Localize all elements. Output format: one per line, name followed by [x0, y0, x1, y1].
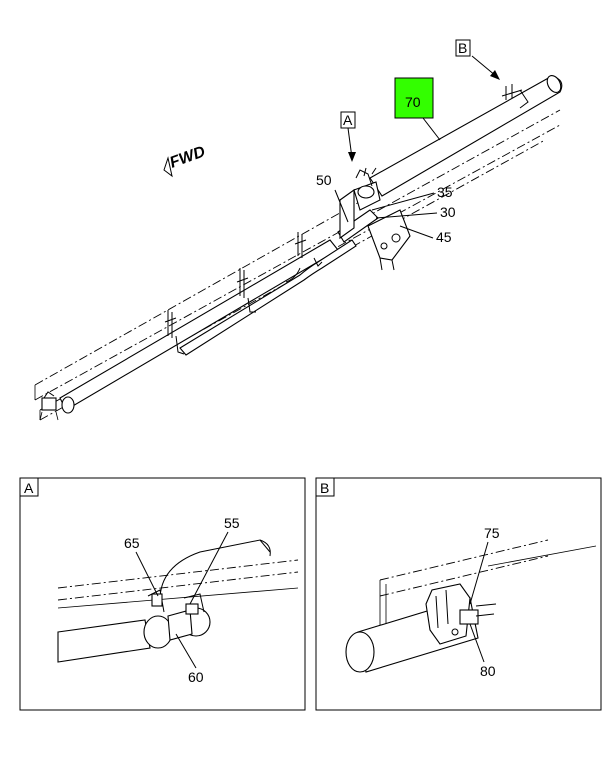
arrow-down-icon: [348, 152, 356, 162]
callout-70-label[interactable]: 70: [405, 94, 421, 110]
detail-a-panel: A 65 55 60: [19, 477, 306, 711]
main-view: FWD 70 A B 50 35: [34, 39, 563, 421]
detail-b-panel: B 75 80: [315, 477, 602, 711]
view-a-marker[interactable]: A: [340, 111, 356, 162]
fwd-label: FWD: [168, 143, 208, 172]
lower-pipes: [59, 209, 379, 411]
svg-text:60[interactable]: 60: [188, 669, 204, 685]
callout-75[interactable]: 75: [469, 525, 500, 605]
callout-50[interactable]: 50: [316, 172, 349, 223]
callout-70[interactable]: 70: [394, 77, 441, 141]
svg-text:30[interactable]: 30: [440, 204, 456, 220]
center-bracket-assembly: [339, 167, 411, 271]
view-b-marker[interactable]: B: [455, 39, 500, 80]
svg-text:80[interactable]: 80: [480, 663, 496, 679]
arrow-down-right-icon: [490, 70, 500, 80]
svg-text:75[interactable]: 75: [484, 525, 500, 541]
rear-clamp: [501, 84, 529, 109]
view-a-label[interactable]: A: [343, 112, 353, 128]
front-clamp-assembly: [39, 391, 75, 421]
callout-60[interactable]: 60: [175, 633, 204, 685]
callout-65[interactable]: 65: [124, 535, 159, 597]
svg-text:45[interactable]: 45: [436, 229, 452, 245]
fwd-arrow-icon: [163, 156, 173, 178]
detail-a-title: A: [24, 480, 34, 496]
callout-45[interactable]: 45: [399, 225, 452, 245]
view-b-label[interactable]: B: [458, 40, 467, 56]
fwd-indicator: FWD: [163, 143, 208, 178]
detail-b-title: B: [320, 480, 329, 496]
svg-text:55[interactable]: 55: [224, 515, 240, 531]
callout-80[interactable]: 80: [469, 623, 496, 679]
svg-text:50[interactable]: 50: [316, 172, 332, 188]
callout-35[interactable]: 35: [371, 184, 453, 211]
callout-55[interactable]: 55: [189, 515, 240, 605]
svg-text:35[interactable]: 35: [437, 184, 453, 200]
svg-text:65[interactable]: 65: [124, 535, 140, 551]
callout-30[interactable]: 30: [375, 204, 456, 220]
rail-hangers: [164, 232, 323, 355]
highlight-box[interactable]: [394, 77, 434, 119]
exhaust-pipe-70: [369, 75, 563, 197]
